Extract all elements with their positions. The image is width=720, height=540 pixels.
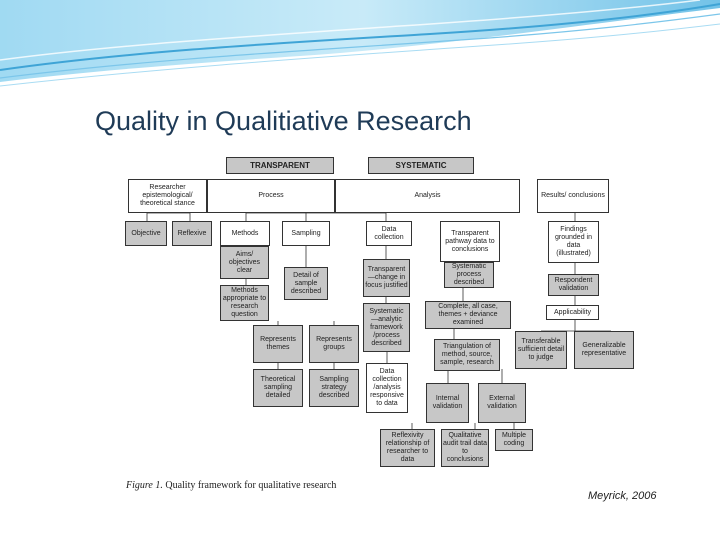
reflexive-box: Reflexive: [172, 221, 212, 246]
reflexivity-box: Reflexivity relationship of researcher t…: [380, 429, 435, 467]
findings-grounded-box: Findings grounded in data (illustrated): [548, 221, 599, 263]
transparent-change-box: Transparent —change in focus justified: [363, 259, 410, 297]
objective-box: Objective: [125, 221, 167, 246]
source-credit: Meyrick, 2006: [588, 490, 656, 502]
figure-label: Figure 1.: [126, 480, 163, 491]
complete-case-box: Complete, all case, themes + deviance ex…: [425, 301, 511, 329]
process-box: Process: [207, 179, 335, 213]
methods-box: Methods: [220, 221, 270, 246]
methods-appropriate-box: Methods appropriate to research question: [220, 285, 269, 321]
sampling-strategy-box: Sampling strategy described: [309, 369, 359, 407]
transferable-box: Transferable sufficient detail to judge: [515, 331, 567, 369]
figure-caption: Figure 1. Quality framework for qualitat…: [126, 480, 336, 491]
respondent-validation-box: Respondent validation: [548, 274, 599, 296]
multiple-coding-box: Multiple coding: [495, 429, 533, 451]
triangulation-box: Triangulation of method, source, sample,…: [434, 339, 500, 371]
represents-groups-box: Represents groups: [309, 325, 359, 363]
aims-objectives-box: Aims/ objectives clear: [220, 246, 269, 279]
theoretical-sampling-box: Theoretical sampling detailed: [253, 369, 303, 407]
systematic-process-box: Systematic process described: [444, 262, 494, 288]
external-validation-box: External validation: [478, 383, 526, 423]
figure-caption-text: Quality framework for qualitative resear…: [165, 480, 336, 491]
slide-title: Quality in Qualitiative Research: [95, 106, 472, 137]
sampling-box: Sampling: [282, 221, 330, 246]
represents-themes-box: Represents themes: [253, 325, 303, 363]
systematic-header: SYSTEMATIC: [368, 157, 474, 174]
researcher-stance-box: Researcher epistemological/ theoretical …: [128, 179, 207, 213]
transparent-pathway-box: Transparent pathway data to conclusions: [440, 221, 500, 262]
systematic-analytic-box: Systematic —analytic framework /process …: [363, 303, 410, 352]
qualitative-audit-box: Qualitative audit trail data to conclusi…: [441, 429, 489, 467]
internal-validation-box: Internal validation: [426, 383, 469, 423]
transparent-header: TRANSPARENT: [226, 157, 334, 174]
detail-of-sample-box: Detail of sample described: [284, 267, 328, 300]
quality-framework-diagram: TRANSPARENT SYSTEMATIC Researcher episte…: [110, 155, 662, 495]
results-conclusions-box: Results/ conclusions: [537, 179, 609, 213]
header-swoosh-decoration: [0, 0, 720, 95]
applicability-box: Applicability: [546, 305, 599, 320]
generalizable-box: Generalizable representative: [574, 331, 634, 369]
analysis-box: Analysis: [335, 179, 520, 213]
data-collection-box: Data collection: [366, 221, 412, 246]
data-collection-analysis-box: Data collection /analysis responsive to …: [366, 363, 408, 413]
